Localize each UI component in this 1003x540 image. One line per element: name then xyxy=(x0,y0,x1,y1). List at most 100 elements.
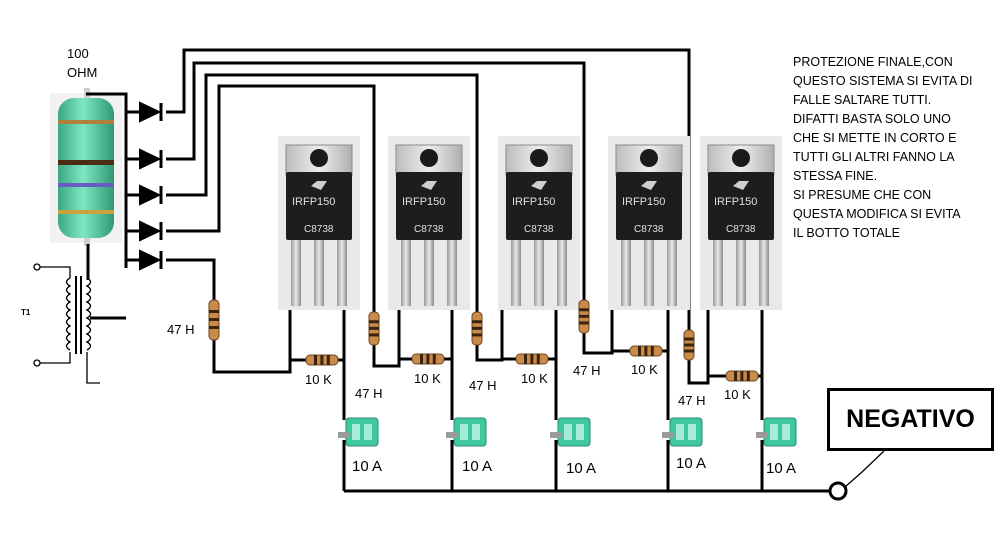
gate-resistor-label: 47 H xyxy=(678,393,706,408)
wire xyxy=(475,304,504,362)
transformer-t1 xyxy=(33,263,100,384)
pulldown-resistor-label: 10 K xyxy=(414,371,441,386)
pulldown-resistor-label: 10 K xyxy=(305,372,332,387)
negative-pointer-line xyxy=(844,450,885,488)
resistor-band xyxy=(209,326,219,329)
transistor-lead xyxy=(447,240,457,306)
diode-stack xyxy=(139,101,163,271)
fuse-label: 10 A xyxy=(566,460,597,477)
resistor-band xyxy=(209,310,219,313)
transistor-mounting-hole xyxy=(310,149,328,167)
wiring xyxy=(86,48,829,493)
gate-resistor-label: 47 H xyxy=(573,363,601,378)
secondary-coil xyxy=(85,277,92,351)
pulldown-resistor-label: 10 K xyxy=(521,371,548,386)
resistor-band xyxy=(579,321,589,325)
wire xyxy=(212,304,292,374)
transistor-mounting-hole xyxy=(732,149,750,167)
transistor-code-label: C8738 xyxy=(634,224,664,235)
fuse-window xyxy=(564,424,572,440)
resistor-band xyxy=(326,355,330,365)
gate-resistor xyxy=(368,311,380,346)
fuse-window xyxy=(472,424,480,440)
transistor-mounting-hole xyxy=(420,149,438,167)
fuse-window xyxy=(352,424,360,440)
fuse-label: 10 A xyxy=(462,458,493,475)
fuse-body xyxy=(557,417,591,447)
fuse-window xyxy=(770,424,778,440)
transistor-lead xyxy=(424,240,434,306)
main-resistor xyxy=(50,88,122,246)
gate-resistor-group xyxy=(208,299,695,361)
primary-coil xyxy=(65,277,72,351)
transistor-lead xyxy=(511,240,521,306)
transistor-code-label: C8738 xyxy=(304,224,334,235)
transistor-body xyxy=(506,172,572,240)
resistor-band xyxy=(740,371,744,381)
transformer-wire xyxy=(86,352,100,384)
gate-resistor xyxy=(208,299,220,341)
pulldown-resistor xyxy=(515,353,549,365)
resistor-band xyxy=(314,355,317,365)
resistor-band xyxy=(530,354,534,364)
wire xyxy=(166,73,479,312)
explanation-note: PROTEZIONE FINALE,CON QUESTO SISTEMA SI … xyxy=(793,55,973,240)
resistor-band xyxy=(58,120,114,124)
resistor-band xyxy=(432,354,436,364)
transistor-body xyxy=(616,172,682,240)
transistor-lead xyxy=(736,240,746,306)
blade-fuse xyxy=(338,417,379,447)
wire xyxy=(214,112,236,330)
wire xyxy=(166,258,216,300)
transistor-lead xyxy=(759,240,769,306)
diode xyxy=(139,184,163,206)
transistor-body xyxy=(708,172,774,240)
wire xyxy=(548,304,558,420)
resistor-band xyxy=(579,308,589,312)
pulldown-resistor-group xyxy=(305,345,759,382)
transistor-lead xyxy=(713,240,723,306)
pulldown-resistor-label: 10 K xyxy=(724,387,751,402)
pulldown-resistor-label: 10 K xyxy=(631,362,658,377)
transistor-body xyxy=(286,172,352,240)
resistor-band xyxy=(644,346,648,356)
fuse-window xyxy=(460,424,468,440)
resistor-band xyxy=(369,320,379,324)
resistor-band xyxy=(209,318,219,321)
blade-fuse xyxy=(756,417,797,447)
transformer-terminal xyxy=(33,359,41,367)
resistor-body xyxy=(58,98,114,238)
transistor-part-label: IRFP150 xyxy=(622,196,665,208)
st-logo-icon xyxy=(421,181,437,190)
negative-label: NEGATIVO xyxy=(846,405,975,433)
resistor-band xyxy=(734,371,737,381)
diode xyxy=(139,101,163,123)
fuse-label: 10 A xyxy=(676,455,707,472)
negative-terminal xyxy=(828,481,848,501)
resistor-band xyxy=(472,333,482,337)
resistor-band xyxy=(420,354,423,364)
blade-fuse xyxy=(446,417,487,447)
transistor-mounting-hole xyxy=(640,149,658,167)
transistor-lead xyxy=(667,240,677,306)
negative-label-box: NEGATIVO xyxy=(827,388,994,451)
fuse-body xyxy=(763,417,797,447)
blade-fuse xyxy=(550,417,591,447)
transistor-mounting-hole xyxy=(530,149,548,167)
blade-fuse xyxy=(662,417,703,447)
wire xyxy=(338,304,346,420)
resistor-band xyxy=(536,354,540,364)
transistor-lead xyxy=(337,240,347,306)
fuse-blade xyxy=(662,432,674,438)
pulldown-resistor xyxy=(305,354,339,366)
wire xyxy=(582,304,614,355)
transistor-code-label: C8738 xyxy=(414,224,444,235)
wire xyxy=(372,304,401,368)
wire xyxy=(166,61,586,300)
wire xyxy=(444,304,454,420)
transformer-terminal xyxy=(33,263,41,271)
resistor-band xyxy=(58,183,114,187)
fuse-body xyxy=(669,417,703,447)
